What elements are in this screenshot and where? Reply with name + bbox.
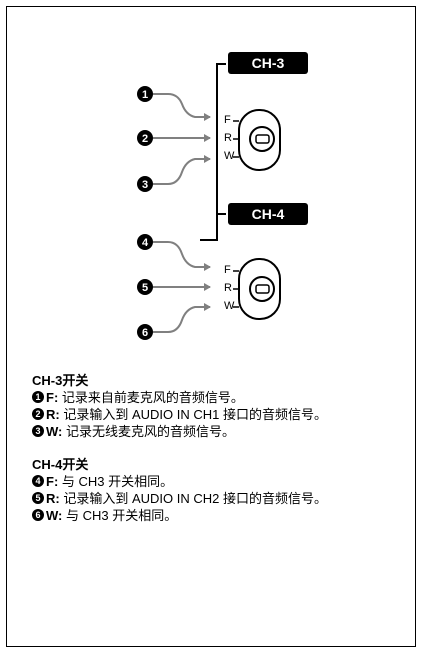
- legend-text: 与 CH3 开关相同。: [62, 508, 178, 523]
- number-1-icon: 1: [32, 391, 44, 403]
- switch-diagram: CH-3 F R W 1 2 3 CH-4 F R W: [137, 52, 308, 340]
- ch4-callout-5: 5: [137, 279, 211, 295]
- ch3-callout-2: 2: [137, 130, 211, 146]
- legend-item-ch4-f: 4 F: 与 CH3 开关相同。: [32, 473, 402, 490]
- legend-key: R:: [46, 407, 60, 422]
- svg-text:W: W: [224, 300, 235, 312]
- legend-item-ch4-w: 6 W: 与 CH3 开关相同。: [32, 507, 402, 524]
- svg-text:R: R: [224, 132, 232, 144]
- ch4-callout-6: 6: [137, 303, 211, 340]
- number-6-icon: 6: [32, 509, 44, 521]
- number-4-icon: 4: [32, 475, 44, 487]
- ch3-callout-3: 3: [137, 155, 211, 192]
- number-2-icon: 2: [32, 408, 44, 420]
- legend-item-ch3-f: 1 F: 记录来自前麦克风的音频信号。: [32, 389, 402, 406]
- svg-text:1: 1: [142, 89, 148, 101]
- svg-text:5: 5: [142, 282, 148, 294]
- svg-text:4: 4: [142, 237, 149, 249]
- ch3-callout-1: 1: [137, 86, 211, 121]
- legend-text: 记录输入到 AUDIO IN CH1 接口的音频信号。: [59, 407, 327, 422]
- svg-text:2: 2: [142, 133, 148, 145]
- number-3-icon: 3: [32, 425, 44, 437]
- legend-item-ch3-r: 2 R: 记录输入到 AUDIO IN CH1 接口的音频信号。: [32, 406, 402, 423]
- ch4-switch: F R W: [224, 258, 281, 320]
- bracket-line: [200, 63, 226, 241]
- legend-item-ch3-w: 3 W: 记录无线麦克风的音频信号。: [32, 423, 402, 440]
- svg-text:F: F: [224, 264, 231, 276]
- ch3-switch: F R W: [224, 109, 281, 171]
- ch4-tag: CH-4: [228, 203, 308, 225]
- svg-text:3: 3: [142, 179, 148, 191]
- legend: CH-3开关 1 F: 记录来自前麦克风的音频信号。 2 R: 记录输入到 AU…: [32, 372, 402, 524]
- svg-text:CH-4: CH-4: [252, 206, 285, 222]
- svg-text:R: R: [224, 282, 232, 294]
- ch4-callout-4: 4: [137, 234, 211, 271]
- legend-key: R:: [46, 491, 60, 506]
- number-5-icon: 5: [32, 492, 44, 504]
- page-frame: [6, 6, 416, 647]
- svg-text:6: 6: [142, 327, 148, 339]
- svg-text:W: W: [224, 150, 235, 162]
- legend-text: 与 CH3 开关相同。: [58, 474, 174, 489]
- legend-text: 记录输入到 AUDIO IN CH2 接口的音频信号。: [59, 491, 327, 506]
- legend-key: W:: [46, 424, 63, 439]
- legend-item-ch4-r: 5 R: 记录输入到 AUDIO IN CH2 接口的音频信号。: [32, 490, 402, 507]
- ch4-section-title: CH-4开关: [32, 457, 89, 472]
- legend-key: F:: [46, 474, 59, 489]
- ch3-section-title: CH-3开关: [32, 373, 89, 388]
- legend-key: W:: [46, 508, 63, 523]
- svg-text:F: F: [224, 114, 231, 126]
- legend-text: 记录无线麦克风的音频信号。: [62, 424, 235, 439]
- legend-key: F:: [46, 390, 59, 405]
- ch3-tag: CH-3: [228, 52, 308, 74]
- svg-text:CH-3: CH-3: [252, 55, 285, 71]
- legend-text: 记录来自前麦克风的音频信号。: [58, 390, 244, 405]
